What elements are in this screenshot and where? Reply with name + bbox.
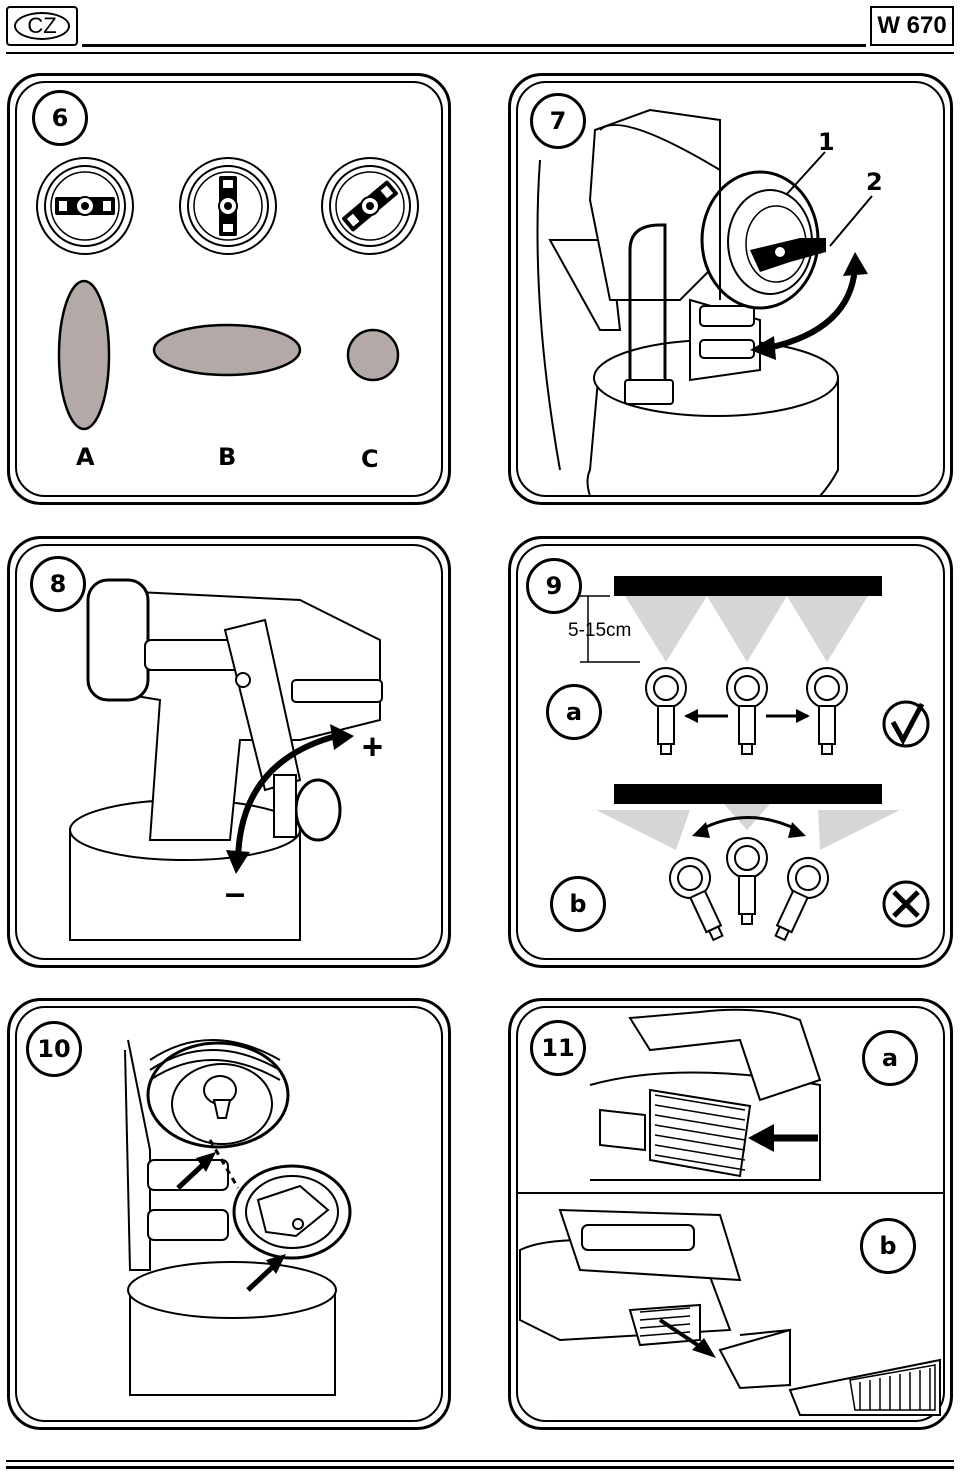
spray-gun-a-right (806, 667, 848, 755)
decrease-sign: – (225, 872, 246, 913)
nozzle-face-b (179, 157, 277, 255)
nozzle-positions-illustration (36, 157, 419, 431)
step-number: 8 (30, 556, 86, 612)
step-number: 9 (526, 558, 582, 614)
header-rule (82, 44, 866, 47)
footer-rule-thin (6, 1460, 954, 1462)
spray-gun-nozzle-illustration (536, 108, 873, 497)
sub-step-a: a (862, 1030, 918, 1086)
model-label: W 670 (870, 6, 954, 46)
spray-gun-b-left (669, 857, 724, 942)
pattern-label-a: A (76, 443, 95, 471)
step-number: 10 (26, 1021, 82, 1077)
language-code: CZ (14, 12, 70, 40)
nozzle-face-a (36, 157, 134, 255)
pattern-label-c: C (361, 445, 379, 473)
flow-regulator-illustration (69, 578, 383, 941)
spray-gun-b-right (774, 857, 829, 942)
cross-icon (882, 880, 930, 928)
spray-pattern-round (346, 328, 400, 382)
language-badge: CZ (6, 6, 78, 46)
nozzle-face-c (321, 157, 419, 255)
callout-2: 2 (866, 168, 883, 196)
footer-rule (6, 1466, 954, 1469)
check-icon (882, 700, 930, 748)
sub-step-b: b (550, 876, 606, 932)
header-rule-thin (6, 52, 954, 54)
panel-6 (7, 73, 451, 505)
sub-step-a: a (546, 684, 602, 740)
increase-sign: + (362, 726, 384, 767)
spray-pattern-horizontal (152, 323, 302, 377)
spray-gun-a-left (645, 667, 687, 755)
spray-gun-b-middle (726, 837, 768, 925)
spray-gun-a-middle (726, 667, 768, 755)
step-number: 11 (530, 1020, 586, 1076)
nozzle-assembly-illustration (124, 1039, 352, 1396)
pattern-label-b: B (218, 443, 237, 471)
sub-step-b: b (860, 1218, 916, 1274)
callout-1: 1 (818, 128, 835, 156)
step-number: 6 (32, 90, 88, 146)
distance-label: 5-15cm (568, 620, 632, 641)
air-filter-illustration (516, 1008, 944, 1416)
spray-pattern-vertical (57, 279, 111, 431)
spray-distance-illustration (580, 576, 930, 942)
step-number: 7 (530, 93, 586, 149)
